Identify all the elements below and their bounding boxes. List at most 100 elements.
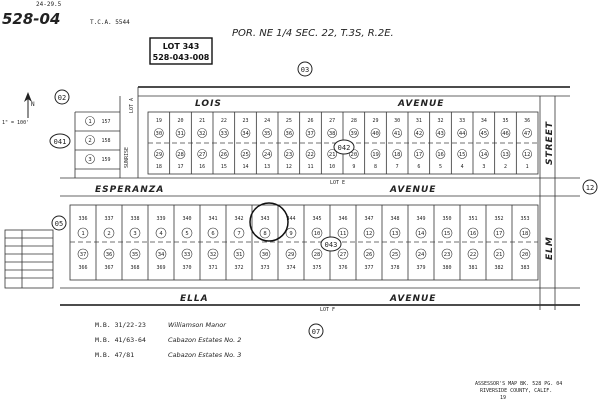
parcel-043-top-6-circle [233,227,245,239]
parcel-043-bottom-15: 22 [470,252,477,258]
west-parcel-2: 3 [88,157,91,163]
lot-043-bottom-0: 366 [78,265,87,271]
lot-043-top-14: 350 [442,216,451,222]
parcel-043-top-16-circle [493,227,505,239]
parcel-043-bottom-3-circle [155,248,167,260]
parcel-042-bottom-8: 21 [329,152,336,158]
svg-text:12: 12 [586,184,594,192]
parcel-043-bottom-5-circle [207,248,219,260]
map-number: 528-04 [2,10,60,28]
parcel-042-top-6: 36 [286,131,293,137]
parcel-042-top-5: 35 [264,131,271,137]
parcel-042-bottom-3: 26 [221,152,228,158]
legend-grid [4,229,54,289]
street-esperanza-name: ESPERANZA [95,185,164,195]
parcel-042-top-11-circle [392,128,402,138]
lot-box-line1: LOT 343 [163,42,200,51]
lot-043-top-12: 348 [390,216,399,222]
parcel-043-bottom-7-circle [259,248,271,260]
parcel-043-top-13-circle [415,227,427,239]
parcel-043-bottom-8-circle [285,248,297,260]
west-lot-1: 158 [101,138,110,144]
map-ref-name-2: Cabazon Estates No. 3 [168,351,241,359]
lot-042-bottom-13: 5 [439,164,442,170]
lot-042-bottom-4: 14 [242,164,248,170]
parcel-042-top-3: 33 [221,131,228,137]
parcel-043-top-14-circle [441,227,453,239]
parcel-042-top-13-circle [435,128,446,138]
lot-043-top-1: 337 [104,216,113,222]
parcel-042-bottom-13: 16 [437,152,444,158]
lot-042-bottom-14: 4 [461,164,464,170]
parcel-043-bottom-9: 28 [314,252,321,258]
lot-043-top-9: 345 [312,216,321,222]
lot-043-top-10: 346 [338,216,347,222]
lot-043-bottom-6: 372 [234,265,243,271]
parcel-043-bottom-12-circle [389,248,401,260]
lot-042-top-4: 23 [242,118,248,124]
section-title: POR. NE 1/4 SEC. 22, T.3S, R.2E. [232,28,394,39]
parcel-043-top-14: 15 [444,231,451,237]
parcel-043-top-8: 9 [289,231,292,237]
parcel-042-bottom-2-circle [197,149,207,159]
lot-043-top-4: 340 [182,216,191,222]
parcel-042-bottom-11: 18 [394,152,401,158]
parcel-042-top-16: 46 [502,131,509,137]
parcel-043-top-1-circle [103,227,115,239]
parcel-043-bottom-9-circle [311,248,323,260]
parcel-043-top-7: 8 [263,231,266,237]
svg-text:042: 042 [338,144,351,152]
lot-043-bottom-4: 370 [182,265,191,271]
lot-043-bottom-12: 378 [390,265,399,271]
parcel-043-top-15: 16 [470,231,477,237]
scale-label: 1" = 100' [2,120,29,126]
map-ref-name-0: Williamson Manor [168,321,227,329]
parcel-042-top-10: 40 [372,131,379,137]
lot-042-top-13: 32 [437,118,443,124]
parcel-042-top-0-circle [154,128,164,138]
parcel-042-top-8-circle [327,128,337,138]
parcel-043-bottom-16-circle [493,248,505,260]
lot-043-top-8: 344 [286,216,295,222]
lot-042-top-12: 31 [416,118,422,124]
lot-042-top-10: 29 [372,118,378,124]
parcel-043-bottom-15-circle [467,248,479,260]
parcel-043-bottom-1: 36 [106,252,113,258]
parcel-042-top-12: 42 [416,131,423,137]
lot-042-top-15: 34 [481,118,487,124]
parcel-042-bottom-2: 27 [199,152,206,158]
lot-042-bottom-6: 12 [286,164,292,170]
parcel-043-top-4: 5 [185,231,188,237]
map-ref-0: M.B. 31/22-23 [95,321,146,329]
parcel-circle-05: 05 [51,215,67,231]
lot-042-top-7: 26 [307,118,313,124]
lot-043-bottom-11: 377 [364,265,373,271]
lot-043-bottom-13: 379 [416,265,425,271]
parcel-042-bottom-4: 25 [242,152,249,158]
parcel-circle-042: 042 [333,139,355,155]
lot-042-bottom-7: 11 [307,164,313,170]
parcel-043-top-4-circle [181,227,193,239]
parcel-042-bottom-10: 19 [372,152,379,158]
lot-042-top-3: 22 [221,118,227,124]
parcel-042-bottom-7: 22 [307,152,314,158]
parcel-043-bottom-8: 29 [288,252,295,258]
parcel-043-top-5: 6 [211,231,214,237]
parcel-042-bottom-0-circle [154,149,164,159]
parcel-042-bottom-7-circle [305,149,316,159]
lot-043-bottom-16: 382 [494,265,503,271]
parcel-043-bottom-13-circle [415,248,427,260]
parcel-043-bottom-14-circle [441,248,453,260]
lot-box [149,37,213,65]
lot-042-bottom-1: 17 [177,164,183,170]
parcel-circle-12: 12 [582,179,598,195]
parcel-043-bottom-2-circle [129,248,141,260]
parcel-circle-03: 03 [297,61,313,77]
parcel-043-top-8-circle [285,227,297,239]
lot-042-top-16: 35 [502,118,508,124]
block-043-lots: 3361373663372363673383353683394343693405… [77,205,531,280]
street-ella-name: ELLA [180,294,209,304]
parcel-042-top-17-circle [522,128,532,138]
